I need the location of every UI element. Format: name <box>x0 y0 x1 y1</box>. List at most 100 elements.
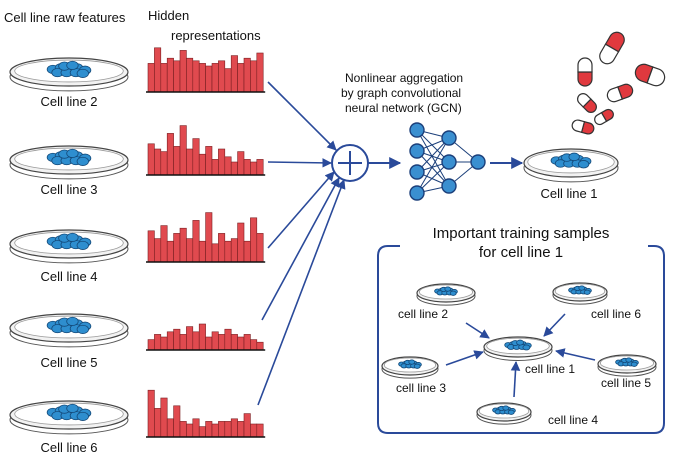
histogram-bar <box>173 60 181 93</box>
histogram-bar <box>166 133 174 176</box>
histogram-bar <box>205 336 213 351</box>
histogram-1 <box>146 47 266 93</box>
panel-arrow <box>555 348 596 361</box>
histogram-4 <box>146 323 266 351</box>
histogram-bar <box>186 423 194 438</box>
histogram-bar <box>224 328 232 351</box>
pill-capsule <box>599 31 625 65</box>
nn-node <box>470 154 486 170</box>
histogram-bar <box>237 336 245 351</box>
histogram-bar <box>218 60 226 93</box>
histogram-bar <box>250 161 258 176</box>
histogram-bar <box>205 212 213 263</box>
histogram-bar <box>243 159 251 176</box>
label-cell-line-6: Cell line 6 <box>40 440 97 455</box>
histogram-bar <box>160 151 168 176</box>
pill-capsule <box>634 63 666 87</box>
histogram-bar <box>160 397 168 438</box>
histogram-bar <box>243 240 251 263</box>
histogram-bar <box>173 233 181 263</box>
dish-cell-line-6 <box>9 400 129 435</box>
panel-dishes <box>381 282 657 425</box>
label-cell-line-4: Cell line 4 <box>40 269 97 284</box>
dish-cell-line-4 <box>9 229 129 264</box>
histogram-bar <box>179 421 187 438</box>
panel-dish-cell-line-5 <box>597 354 657 377</box>
histogram-bar <box>211 331 219 351</box>
histogram-bar <box>230 418 238 438</box>
histogram-bar <box>218 148 226 176</box>
histogram-bar <box>179 227 187 263</box>
histogram-bar <box>237 222 245 263</box>
histogram-bar <box>230 238 238 263</box>
input-arrow <box>257 179 346 406</box>
histogram-bar <box>154 408 162 438</box>
histogram-bar <box>160 225 168 263</box>
important-samples-panel <box>377 245 665 434</box>
histogram-bar <box>205 146 213 176</box>
histogram-bar <box>173 328 181 351</box>
panel-arrows <box>445 313 596 398</box>
nn-node <box>409 122 425 138</box>
target-cell-line-label: Cell line 1 <box>540 186 597 201</box>
histogram-bar <box>211 243 219 263</box>
histogram-bar <box>166 240 174 263</box>
histogram-bar <box>154 47 162 93</box>
histogram-bar <box>179 50 187 93</box>
histogram-bar <box>186 326 194 351</box>
aggregation-text-1: Nonlinear aggregation <box>345 71 463 85</box>
histogram-5 <box>146 389 266 438</box>
raw-features-header: Cell line raw features <box>4 10 126 25</box>
histogram-bar <box>211 423 219 438</box>
nn-node <box>441 178 457 194</box>
panel-arrow <box>445 350 484 366</box>
histogram-bar <box>173 405 181 438</box>
histogram-bar <box>256 341 264 351</box>
histogram-bar <box>154 148 162 176</box>
panel-label-cell-line-5: cell line 5 <box>601 376 651 390</box>
histogram-bar <box>198 153 206 176</box>
histogram-bar <box>192 331 200 351</box>
hidden-header-line2: representations <box>171 28 261 43</box>
histogram-bar <box>250 217 258 263</box>
panel-center-label: cell line 1 <box>525 362 575 376</box>
panel-dish-cell-line-3 <box>381 356 439 379</box>
histogram-bar <box>166 331 174 351</box>
panel-title-2: for cell line 1 <box>479 244 563 261</box>
histogram-bar <box>147 389 155 438</box>
histogram-bar <box>237 63 245 93</box>
nn-node <box>441 154 457 170</box>
panel-arrow <box>510 361 521 398</box>
label-cell-line-3: Cell line 3 <box>40 182 97 197</box>
histogram-bar <box>192 418 200 438</box>
panel-label-cell-line-3: cell line 3 <box>396 381 446 395</box>
dish-cell-line-5 <box>9 313 129 348</box>
panel-label-cell-line-4: cell line 4 <box>548 413 598 427</box>
panel-dish-cell-line-6 <box>552 282 608 305</box>
histogram-bar <box>179 334 187 351</box>
nn-node <box>409 185 425 201</box>
histogram-bar <box>250 339 258 351</box>
histogram-bar <box>186 238 194 263</box>
histogram-bar <box>198 63 206 93</box>
histogram-bar <box>243 413 251 438</box>
histogram-bar <box>154 334 162 351</box>
label-cell-line-5: Cell line 5 <box>40 355 97 370</box>
input-arrows <box>257 81 346 406</box>
histogram-2 <box>146 125 266 176</box>
input-arrow <box>267 81 337 151</box>
histogram-bar <box>179 125 187 176</box>
histogram-bar <box>198 240 206 263</box>
histogram-bar <box>211 63 219 93</box>
panel-title-1: Important training samples <box>433 225 610 242</box>
panel-dish-cell-line-4 <box>476 402 532 425</box>
histogram-bar <box>250 60 258 93</box>
histogram-bar <box>166 418 174 438</box>
histogram-bar <box>166 57 174 93</box>
histogram-bar <box>173 146 181 176</box>
input-arrow <box>267 171 335 249</box>
histogram-bar <box>256 52 264 93</box>
target-dish <box>523 148 619 183</box>
histogram-bar <box>211 159 219 176</box>
